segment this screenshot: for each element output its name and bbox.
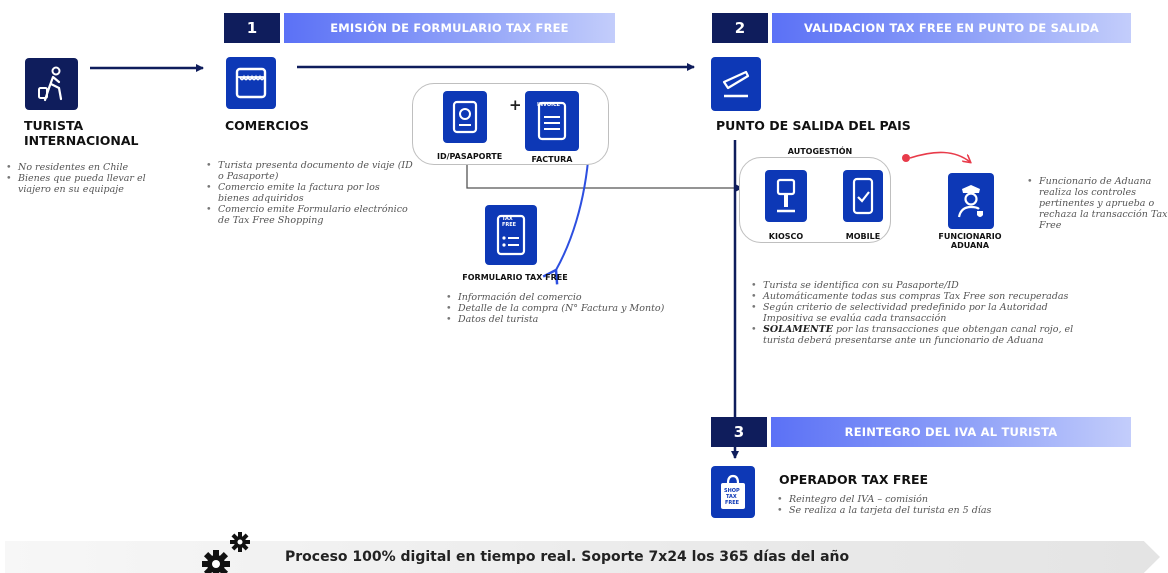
id-pasaporte-label: ID/PASAPORTE bbox=[437, 152, 503, 161]
comercios-bullets: Turista presenta documento de viaje (ID … bbox=[204, 160, 414, 226]
operador-label: OPERADOR TAX FREE bbox=[779, 472, 929, 487]
comercios-label: COMERCIOS bbox=[225, 118, 309, 133]
list-item: Datos del turista bbox=[444, 314, 704, 325]
traveler-icon bbox=[25, 58, 78, 110]
list-item: Según criterio de selectividad predefini… bbox=[749, 302, 1074, 324]
turista-label-line2: INTERNACIONAL bbox=[24, 133, 139, 148]
mobile-check-icon bbox=[843, 170, 883, 222]
step-2-number: 2 bbox=[712, 13, 768, 43]
list-item: Comercio emite Formulario electrónico de… bbox=[204, 204, 414, 226]
gears-icon bbox=[198, 530, 258, 573]
step-3-number: 3 bbox=[711, 417, 767, 447]
passport-icon bbox=[443, 91, 487, 143]
autogestion-label: AUTOGESTIÓN bbox=[787, 147, 853, 156]
list-item: Detalle de la compra (N° Factura y Monto… bbox=[444, 303, 704, 314]
red-dot bbox=[902, 154, 910, 162]
footer-text: Proceso 100% digital en tiempo real. Sop… bbox=[285, 549, 850, 565]
arrow-red-aduana bbox=[909, 151, 970, 162]
step-3-title: REINTEGRO DEL IVA AL TURISTA bbox=[771, 417, 1131, 447]
mobile-label: MOBILE bbox=[845, 232, 881, 241]
aduana-label: FUNCIONARIO ADUANA bbox=[938, 232, 1002, 250]
list-item: Reintegro del IVA – comisión bbox=[775, 494, 1065, 505]
invoice-icon-text: INVOICE bbox=[537, 102, 561, 108]
kiosk-icon bbox=[765, 170, 807, 222]
list-item: SOLAMENTE por las transacciones que obte… bbox=[749, 324, 1074, 346]
step-2-title: VALIDACION TAX FREE EN PUNTO DE SALIDA bbox=[772, 13, 1131, 43]
form-icon: TAX FREE bbox=[485, 205, 537, 265]
list-item: Turista presenta documento de viaje (ID … bbox=[204, 160, 414, 182]
aduana-label-line1: FUNCIONARIO bbox=[938, 232, 1002, 241]
form-icon-text-1: TAX bbox=[502, 216, 513, 222]
footer-banner bbox=[5, 541, 1160, 573]
departure-icon bbox=[711, 57, 761, 111]
step-1-title: EMISIÓN DE FORMULARIO TAX FREE bbox=[284, 13, 615, 43]
step-3-header: 3 REINTEGRO DEL IVA AL TURISTA bbox=[711, 417, 1131, 447]
arrow-documents-autogestion bbox=[466, 164, 743, 192]
turista-label: TURISTA INTERNACIONAL bbox=[24, 118, 139, 148]
emphasis-text: SOLAMENTE bbox=[763, 324, 833, 335]
list-item: Automáticamente todas sus compras Tax Fr… bbox=[749, 291, 1074, 302]
list-item: Bienes que pueda llevar el viajero en su… bbox=[4, 173, 174, 195]
kiosco-label: KIOSCO bbox=[768, 232, 804, 241]
step-1-header: 1 EMISIÓN DE FORMULARIO TAX FREE bbox=[224, 13, 615, 43]
bag-text-1: SHOP bbox=[724, 488, 740, 494]
plus-sign: + bbox=[509, 96, 522, 114]
shopping-bag-icon: SHOP TAX FREE bbox=[711, 466, 755, 518]
invoice-icon: INVOICE bbox=[525, 91, 579, 151]
bullet-text: por las transacciones que obtengan canal… bbox=[763, 324, 1074, 346]
formulario-bullets: Información del comercio Detalle de la c… bbox=[444, 292, 704, 325]
list-item: Información del comercio bbox=[444, 292, 704, 303]
bag-text-3: FREE bbox=[725, 500, 740, 506]
customs-officer-icon bbox=[948, 173, 994, 229]
list-item: Comercio emite la factura por los bienes… bbox=[204, 182, 414, 204]
list-item: No residentes en Chile bbox=[4, 162, 174, 173]
turista-label-line1: TURISTA bbox=[24, 118, 84, 133]
form-icon-text-2: FREE bbox=[502, 222, 517, 228]
bag-text-2: TAX bbox=[726, 494, 737, 500]
factura-label: FACTURA bbox=[531, 155, 573, 164]
step-1-number: 1 bbox=[224, 13, 280, 43]
formulario-label: FORMULARIO TAX FREE bbox=[462, 273, 568, 282]
arrow-factura-formulario bbox=[556, 149, 590, 270]
turista-bullets: No residentes en Chile Bienes que pueda … bbox=[4, 162, 174, 195]
punto-salida-bullets: Turista se identifica con su Pasaporte/I… bbox=[749, 280, 1074, 346]
store-icon bbox=[226, 57, 276, 109]
list-item: Funcionario de Aduana realiza los contro… bbox=[1025, 176, 1168, 231]
operador-bullets: Reintegro del IVA – comisión Se realiza … bbox=[775, 494, 1065, 516]
aduana-bullets: Funcionario de Aduana realiza los contro… bbox=[1025, 176, 1168, 231]
list-item: Turista se identifica con su Pasaporte/I… bbox=[749, 280, 1074, 291]
step-2-header: 2 VALIDACION TAX FREE EN PUNTO DE SALIDA bbox=[712, 13, 1131, 43]
punto-salida-label: PUNTO DE SALIDA DEL PAIS bbox=[716, 118, 911, 133]
list-item: Se realiza a la tarjeta del turista en 5… bbox=[775, 505, 1065, 516]
aduana-label-line2: ADUANA bbox=[950, 241, 990, 250]
